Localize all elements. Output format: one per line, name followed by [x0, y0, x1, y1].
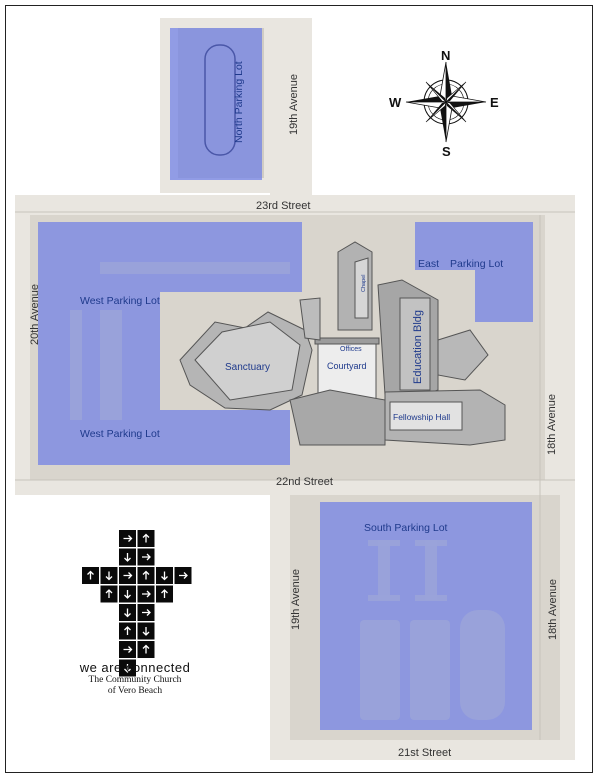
label-20th-avenue: 20th Avenue — [29, 284, 41, 345]
label-education-bldg: Education Bldg — [412, 310, 424, 384]
label-23rd-street: 23rd Street — [256, 200, 310, 212]
compass-e: E — [490, 95, 499, 110]
building-labels: Sanctuary Courtyard Offices Education Bl… — [225, 275, 450, 422]
label-18th-avenue-south: 18th Avenue — [547, 579, 559, 640]
label-18th-avenue-north: 18th Avenue — [546, 394, 558, 455]
parking-islands — [70, 44, 505, 720]
label-east: East — [418, 258, 439, 270]
parking-labels: North Parking Lot West Parking Lot West … — [80, 61, 503, 534]
compass-n: N — [441, 48, 450, 63]
logo-arrow — [142, 627, 150, 636]
label-19th-avenue-north: 19th Avenue — [288, 74, 300, 135]
church-branding: we are connected The Community Church of… — [60, 660, 210, 697]
hopscotch-cross-logo — [82, 530, 192, 677]
label-fellowship-hall: Fellowship Hall — [393, 412, 450, 422]
logo-arrow — [124, 608, 131, 618]
label-chapel: Chapel — [361, 275, 367, 292]
logo-arrow — [123, 535, 133, 542]
label-sanctuary: Sanctuary — [225, 362, 270, 373]
logo-arrow — [161, 571, 168, 581]
logo-arrow — [123, 646, 133, 653]
label-19th-avenue-south: 19th Avenue — [290, 569, 302, 630]
label-courtyard: Courtyard — [327, 361, 367, 371]
label-west-parking-lot-upper: West Parking Lot — [80, 295, 160, 307]
compass-w: W — [389, 95, 402, 110]
label-north-parking-lot: North Parking Lot — [233, 61, 245, 143]
logo-arrow — [124, 590, 131, 599]
compass-rose: N S E W — [389, 48, 499, 159]
tagline: we are connected — [79, 660, 191, 675]
logo-arrow — [124, 553, 131, 562]
logo-arrow — [124, 626, 131, 635]
logo-arrow — [105, 589, 113, 598]
logo-arrow — [142, 644, 150, 654]
label-offices: Offices — [340, 346, 362, 353]
church-buildings — [179, 241, 506, 446]
logo-arrow — [105, 571, 113, 581]
label-east-parking-lot: Parking Lot — [450, 258, 503, 270]
logo-arrow — [142, 553, 151, 561]
logo-arrow — [142, 570, 150, 580]
logo-arrow — [124, 664, 131, 673]
logo-arrow — [161, 589, 168, 598]
logo-arrow — [123, 572, 133, 579]
logo-arrow — [87, 570, 94, 580]
label-west-parking-lot-lower: West Parking Lot — [80, 428, 160, 440]
logo-arrow — [142, 590, 151, 598]
logo-arrow — [142, 609, 151, 616]
org-name-line1: The Community Church — [88, 675, 182, 685]
compass-s: S — [442, 144, 451, 159]
label-21st-street: 21st Street — [398, 747, 451, 759]
street-labels: 23rd Street 22nd Street 21st Street 20th… — [29, 74, 559, 759]
logo-arrow — [142, 533, 150, 543]
east-parking-lot-area — [415, 222, 533, 322]
label-south-parking-lot: South Parking Lot — [364, 522, 448, 534]
label-22nd-street: 22nd Street — [276, 476, 333, 488]
org-name-line2: of Vero Beach — [107, 686, 163, 696]
north-parking-lot-area — [170, 28, 262, 180]
logo-arrow — [179, 572, 188, 579]
